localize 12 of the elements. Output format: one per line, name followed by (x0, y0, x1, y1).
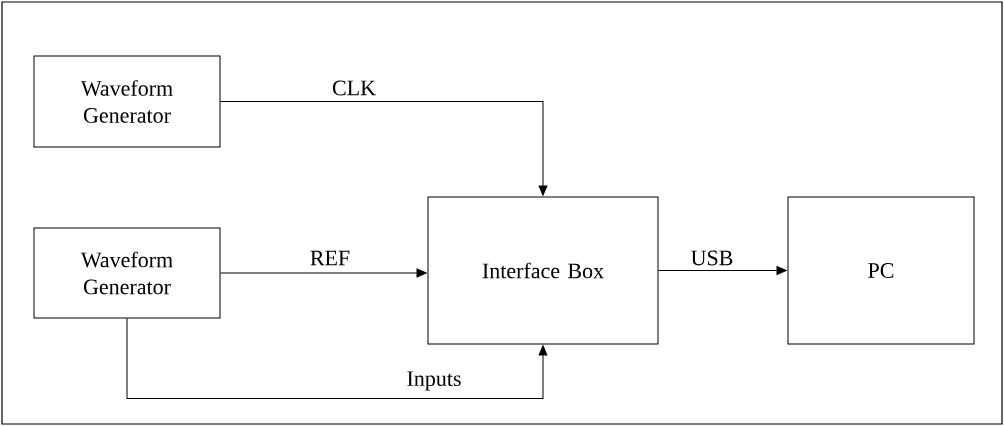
signal-label: CLK (331, 79, 377, 97)
arrow (220, 101, 548, 196)
block-box: Waveform Generator (33, 55, 221, 148)
signal-label: REF (308, 249, 352, 267)
signal-label: USB (689, 249, 735, 267)
block-box: Waveform Generator (33, 227, 221, 319)
block-box: Interface Box (427, 196, 659, 345)
signal-label: Inputs (405, 370, 463, 392)
arrow (220, 268, 427, 278)
block-box: PC (787, 196, 975, 345)
arrow (658, 266, 787, 275)
arrow (126, 318, 548, 399)
